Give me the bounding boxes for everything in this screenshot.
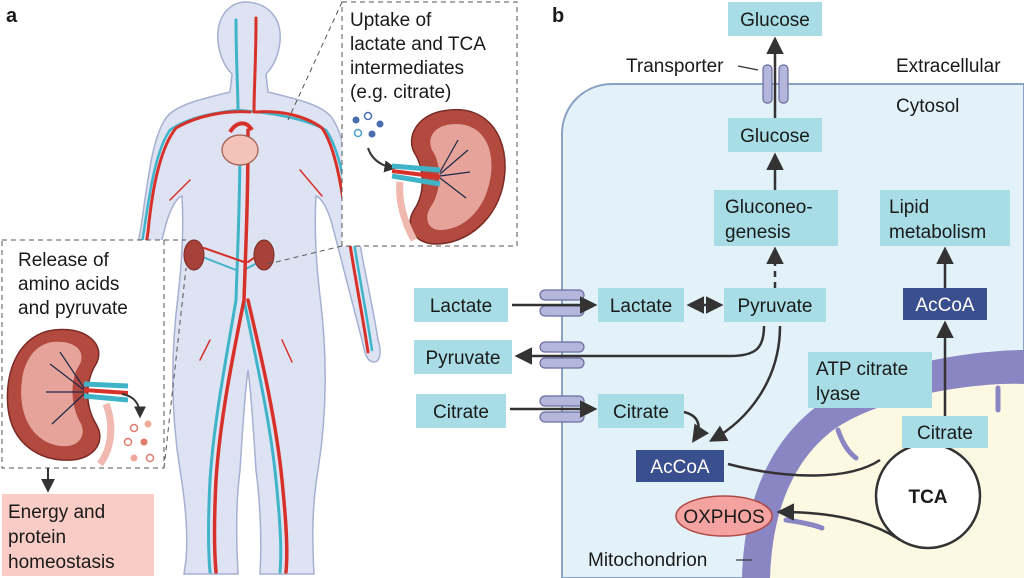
uptake-line-3: intermediates: [350, 58, 464, 79]
lactate-outside-label: Lactate: [430, 296, 492, 317]
acoa-cytosol-label: AcCoA: [915, 295, 974, 316]
citrate-outside-box: [416, 394, 506, 428]
mitochondrion-label: Mitochondrion: [588, 550, 707, 571]
citrate-outside-label: Citrate: [433, 402, 489, 423]
pyruvate-to-acoa-arrow: [708, 325, 782, 442]
oxphos-ellipse: [675, 495, 773, 537]
outcome-line-1: Energy and: [8, 502, 105, 523]
acoa-mito-box: [636, 450, 724, 482]
lipid-line-2: metabolism: [889, 222, 986, 243]
pyruvate-outside-box: [414, 340, 512, 374]
citrate-mito-box: [902, 416, 988, 448]
glucose-extracellular-box: [728, 2, 822, 36]
release-line-1: Release of: [18, 250, 110, 271]
cytosol-label: Cytosol: [896, 96, 959, 117]
lactate-inside-label: Lactate: [610, 296, 672, 317]
tca-label: TCA: [908, 487, 947, 508]
citrate-to-acoa-arrow: [683, 410, 710, 443]
kidney-icon-uptake: [391, 109, 506, 245]
transporter-leader: [737, 65, 759, 71]
kidney-icon-release: [6, 328, 129, 467]
gluconeogenesis-line-2: genesis: [725, 222, 791, 243]
aortic-arch: [228, 121, 254, 134]
released-metabolite-dots: [123, 420, 155, 463]
acoa-cytosol-box: [903, 288, 987, 320]
uptake-line-2: lactate and TCA: [350, 34, 486, 55]
glucose-cytosol-box: [728, 118, 822, 152]
atp-citrate-lyase-box: [808, 352, 932, 408]
citrate-inside-label: Citrate: [613, 402, 669, 423]
gluconeogenesis-line-1: Gluconeo-: [725, 197, 813, 218]
acoa-into-tca-line: [727, 458, 881, 477]
membrane-transporters: [539, 289, 585, 423]
glucose-cytosol-label: Glucose: [740, 126, 810, 147]
release-inset: Release of amino acids and pyruvate: [1, 239, 187, 469]
glucose-extracellular-label: Glucose: [740, 10, 810, 31]
pyruvate-outside-label: Pyruvate: [426, 348, 501, 369]
lactate-inside-box: [598, 288, 684, 322]
left-kidney-icon: [183, 239, 205, 271]
gluconeogenesis-box: [714, 190, 838, 246]
lipid-metabolism-box: [880, 190, 1010, 246]
panel-a-letter: a: [6, 5, 18, 27]
acoa-mito-label: AcCoA: [650, 457, 709, 478]
heart-icon: [221, 134, 259, 166]
uptake-line-4: (e.g. citrate): [350, 82, 451, 103]
transporter-label: Transporter: [626, 56, 724, 77]
outcome-line-2: protein: [8, 527, 66, 548]
lipid-line-1: Lipid: [889, 197, 929, 218]
atp-line-2: lyase: [816, 384, 860, 405]
pyruvate-export-arrow: [514, 325, 766, 365]
atp-line-1: ATP citrate: [816, 359, 908, 380]
metabolite-dots: [352, 111, 384, 138]
release-line-2: amino acids: [18, 274, 119, 295]
oxphos-label: OXPHOS: [683, 507, 764, 528]
uptake-line-1: Uptake of: [350, 10, 432, 31]
pyruvate-box: [724, 288, 826, 322]
release-line-3: and pyruvate: [18, 298, 128, 319]
citrate-inside-box: [598, 394, 684, 428]
citrate-mito-label: Citrate: [917, 423, 973, 444]
pyruvate-label: Pyruvate: [738, 296, 813, 317]
lactate-outside-box: [414, 288, 508, 322]
panel-b-letter: b: [552, 5, 564, 27]
extracellular-label: Extracellular: [896, 56, 1001, 77]
outcome-line-3: homeostasis: [8, 552, 115, 573]
outcome-box: Energy and protein homeostasis: [2, 494, 154, 576]
glucose-transporter: [762, 64, 789, 104]
right-kidney-icon: [253, 239, 275, 271]
tca-to-oxphos-arrow: [776, 503, 901, 542]
uptake-inset: Uptake of lactate and TCA intermediates …: [267, 1, 518, 265]
